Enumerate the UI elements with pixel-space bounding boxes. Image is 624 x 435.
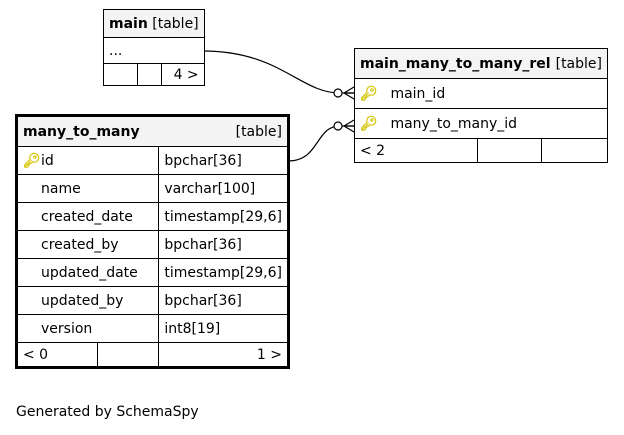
key-icon: 🔑︎ [360,85,378,102]
table-rel-header: main_many_to_many_rel [table] [354,48,608,79]
generated-by-text: Generated by SchemaSpy [16,404,199,420]
table-many-footer-mid [96,342,160,367]
column-name-cell: created_by [16,230,160,259]
table-row: updated_by bpchar[36] [16,286,288,315]
key-icon: 🔑︎ [23,152,41,169]
edge-main-to-rel [202,50,354,94]
table-main-footer-mid [137,63,162,86]
column-name: name [41,180,81,197]
table-name: main_many_to_many_rel [360,55,551,72]
column-type: bpchar[36] [158,230,288,259]
table-main-footer-left [103,63,138,86]
column-type: varchar[100] [158,174,288,203]
table-name: main [109,15,148,32]
table-row: created_date timestamp[29,6] [16,202,288,231]
table-kind: [table] [235,123,282,140]
column-type: int8[19] [158,314,288,343]
column-name: main_id [390,85,446,102]
edge-many-crowfoot [343,119,355,133]
column-name: id [41,152,54,169]
table-main-header: main [table] [103,9,205,38]
column-name-cell: 🔑︎id [16,146,160,175]
column-name-cell: updated_by [16,286,160,315]
table-rel-column: 🔑︎ main_id [354,78,608,109]
column-type: bpchar[36] [158,146,288,175]
table-many-header: many_to_many [table] [17,116,288,147]
column-name: created_by [41,236,119,253]
edge-many-to-rel [287,125,354,162]
table-main-elided-row: ... [103,37,205,64]
table-main[interactable]: main [table] ... 4 > [103,9,205,86]
table-rel[interactable]: main_many_to_many_rel [table] 🔑︎ main_id… [354,48,608,163]
table-rel-footer-left: < 2 [354,138,478,163]
table-row: version int8[19] [16,314,288,343]
column-type: timestamp[29,6] [158,202,288,231]
table-many-footer-right: 1 > [158,342,288,367]
table-row: 🔑︎id bpchar[36] [16,146,288,175]
edge-main-crowfoot [343,86,355,100]
table-rel-column: 🔑︎ many_to_many_id [354,108,608,139]
column-name: updated_date [41,264,138,281]
table-row: name varchar[100] [16,174,288,203]
column-name: updated_by [41,292,124,309]
column-name-cell: version [16,314,160,343]
column-name: version [41,320,93,337]
column-type: bpchar[36] [158,286,288,315]
edge-many-optional-marker [333,121,343,131]
column-name-cell: updated_date [16,258,160,287]
table-main-footer-right: 4 > [161,63,205,86]
column-name-cell: created_date [16,202,160,231]
table-kind: [table] [152,15,199,32]
table-name: many_to_many [23,123,140,140]
table-many-footer-left: < 0 [17,342,98,367]
table-row: updated_date timestamp[29,6] [16,258,288,287]
column-name: created_date [41,208,133,225]
table-rel-footer-mid [477,138,542,163]
table-kind: [table] [555,55,602,72]
edge-main-optional-marker [333,88,343,98]
table-rel-footer-right [541,138,608,163]
table-row: created_by bpchar[36] [16,230,288,259]
key-icon: 🔑︎ [360,115,378,132]
table-many-to-many[interactable]: many_to_many [table] 🔑︎id bpchar[36] nam… [15,114,290,369]
column-name-cell: name [16,174,160,203]
column-name: many_to_many_id [390,115,518,132]
column-type: timestamp[29,6] [158,258,288,287]
